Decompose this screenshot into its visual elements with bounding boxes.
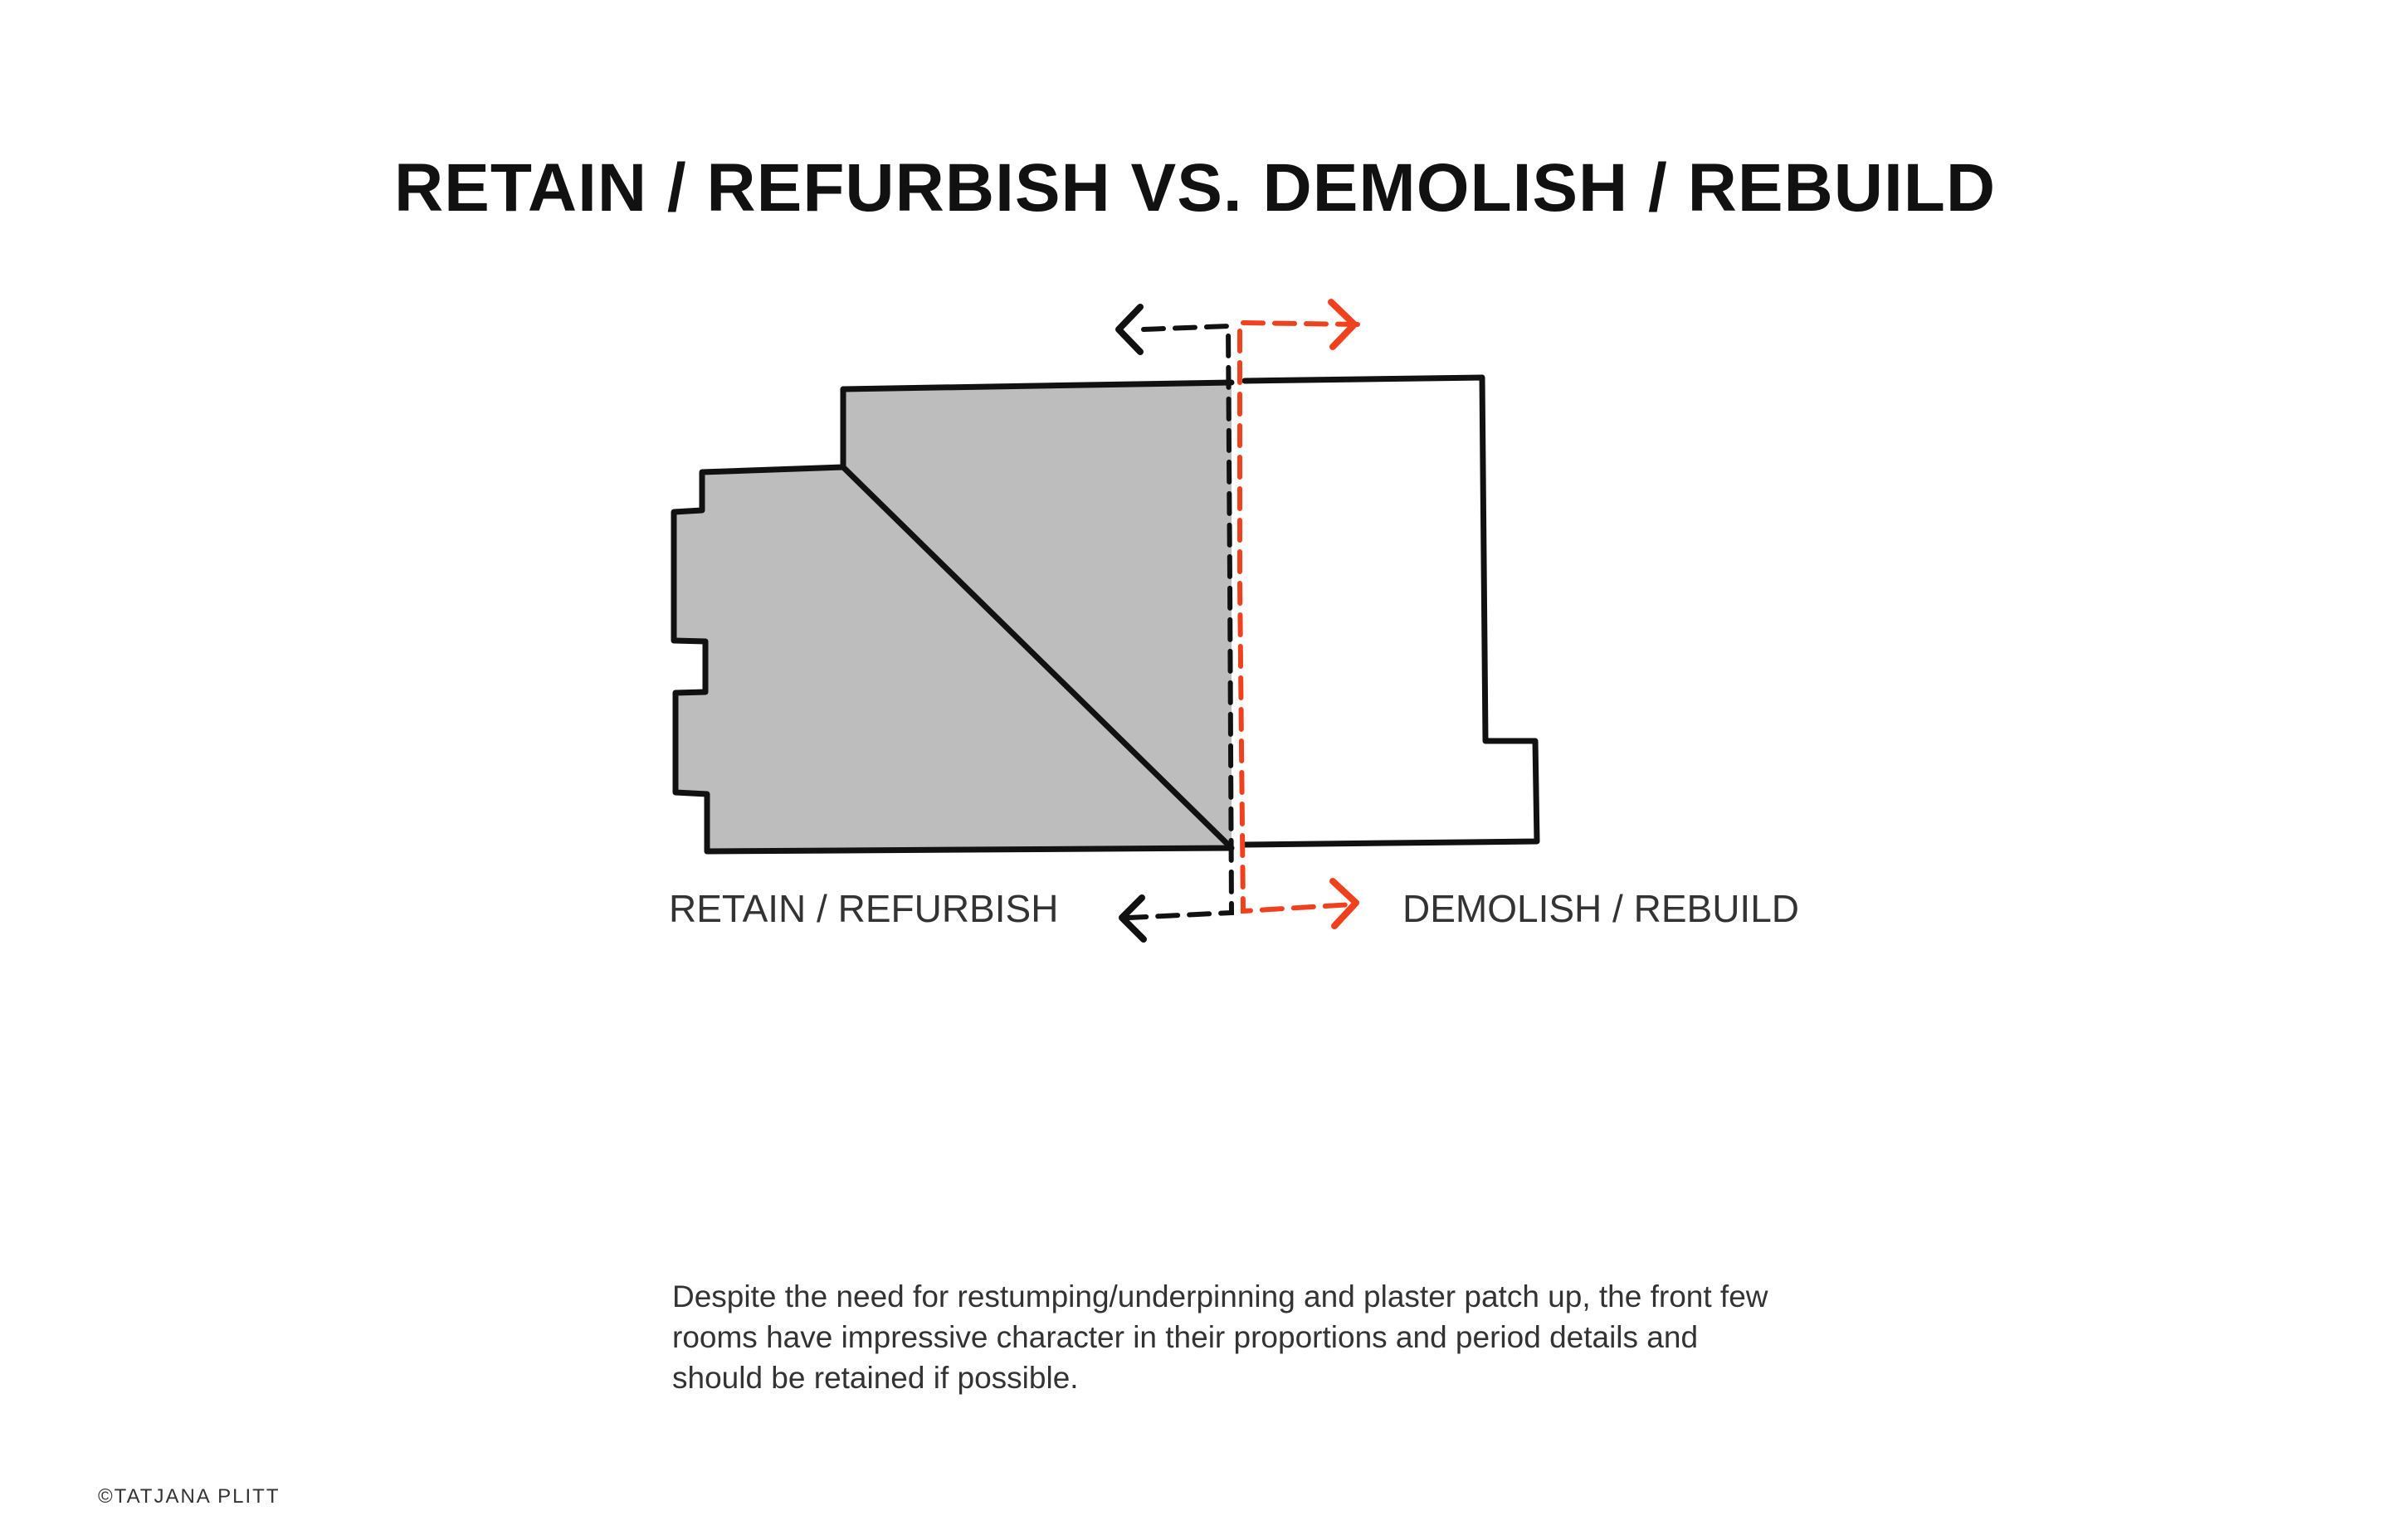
retain-zone	[674, 383, 1232, 851]
copyright-credit: ©TATJANA PLITT	[98, 1485, 280, 1508]
retain-arrow-top	[1115, 304, 1144, 355]
retain-label: RETAIN / REFURBISH	[669, 887, 1059, 930]
caption-text: Despite the need for restumping/underpin…	[672, 1279, 1768, 1395]
demolish-boundary-line	[1237, 319, 1360, 914]
building-outline	[671, 374, 1540, 855]
diagram-title: RETAIN / REFURBISH VS. DEMOLISH / REBUIL…	[393, 150, 1997, 226]
demolish-arrow-bottom	[1329, 878, 1359, 929]
retain-arrow-bottom	[1119, 894, 1147, 943]
demolish-label: DEMOLISH / REBUILD	[1402, 887, 1799, 930]
retain-boundary-line	[1126, 323, 1235, 920]
demolish-arrow-top	[1328, 299, 1358, 350]
